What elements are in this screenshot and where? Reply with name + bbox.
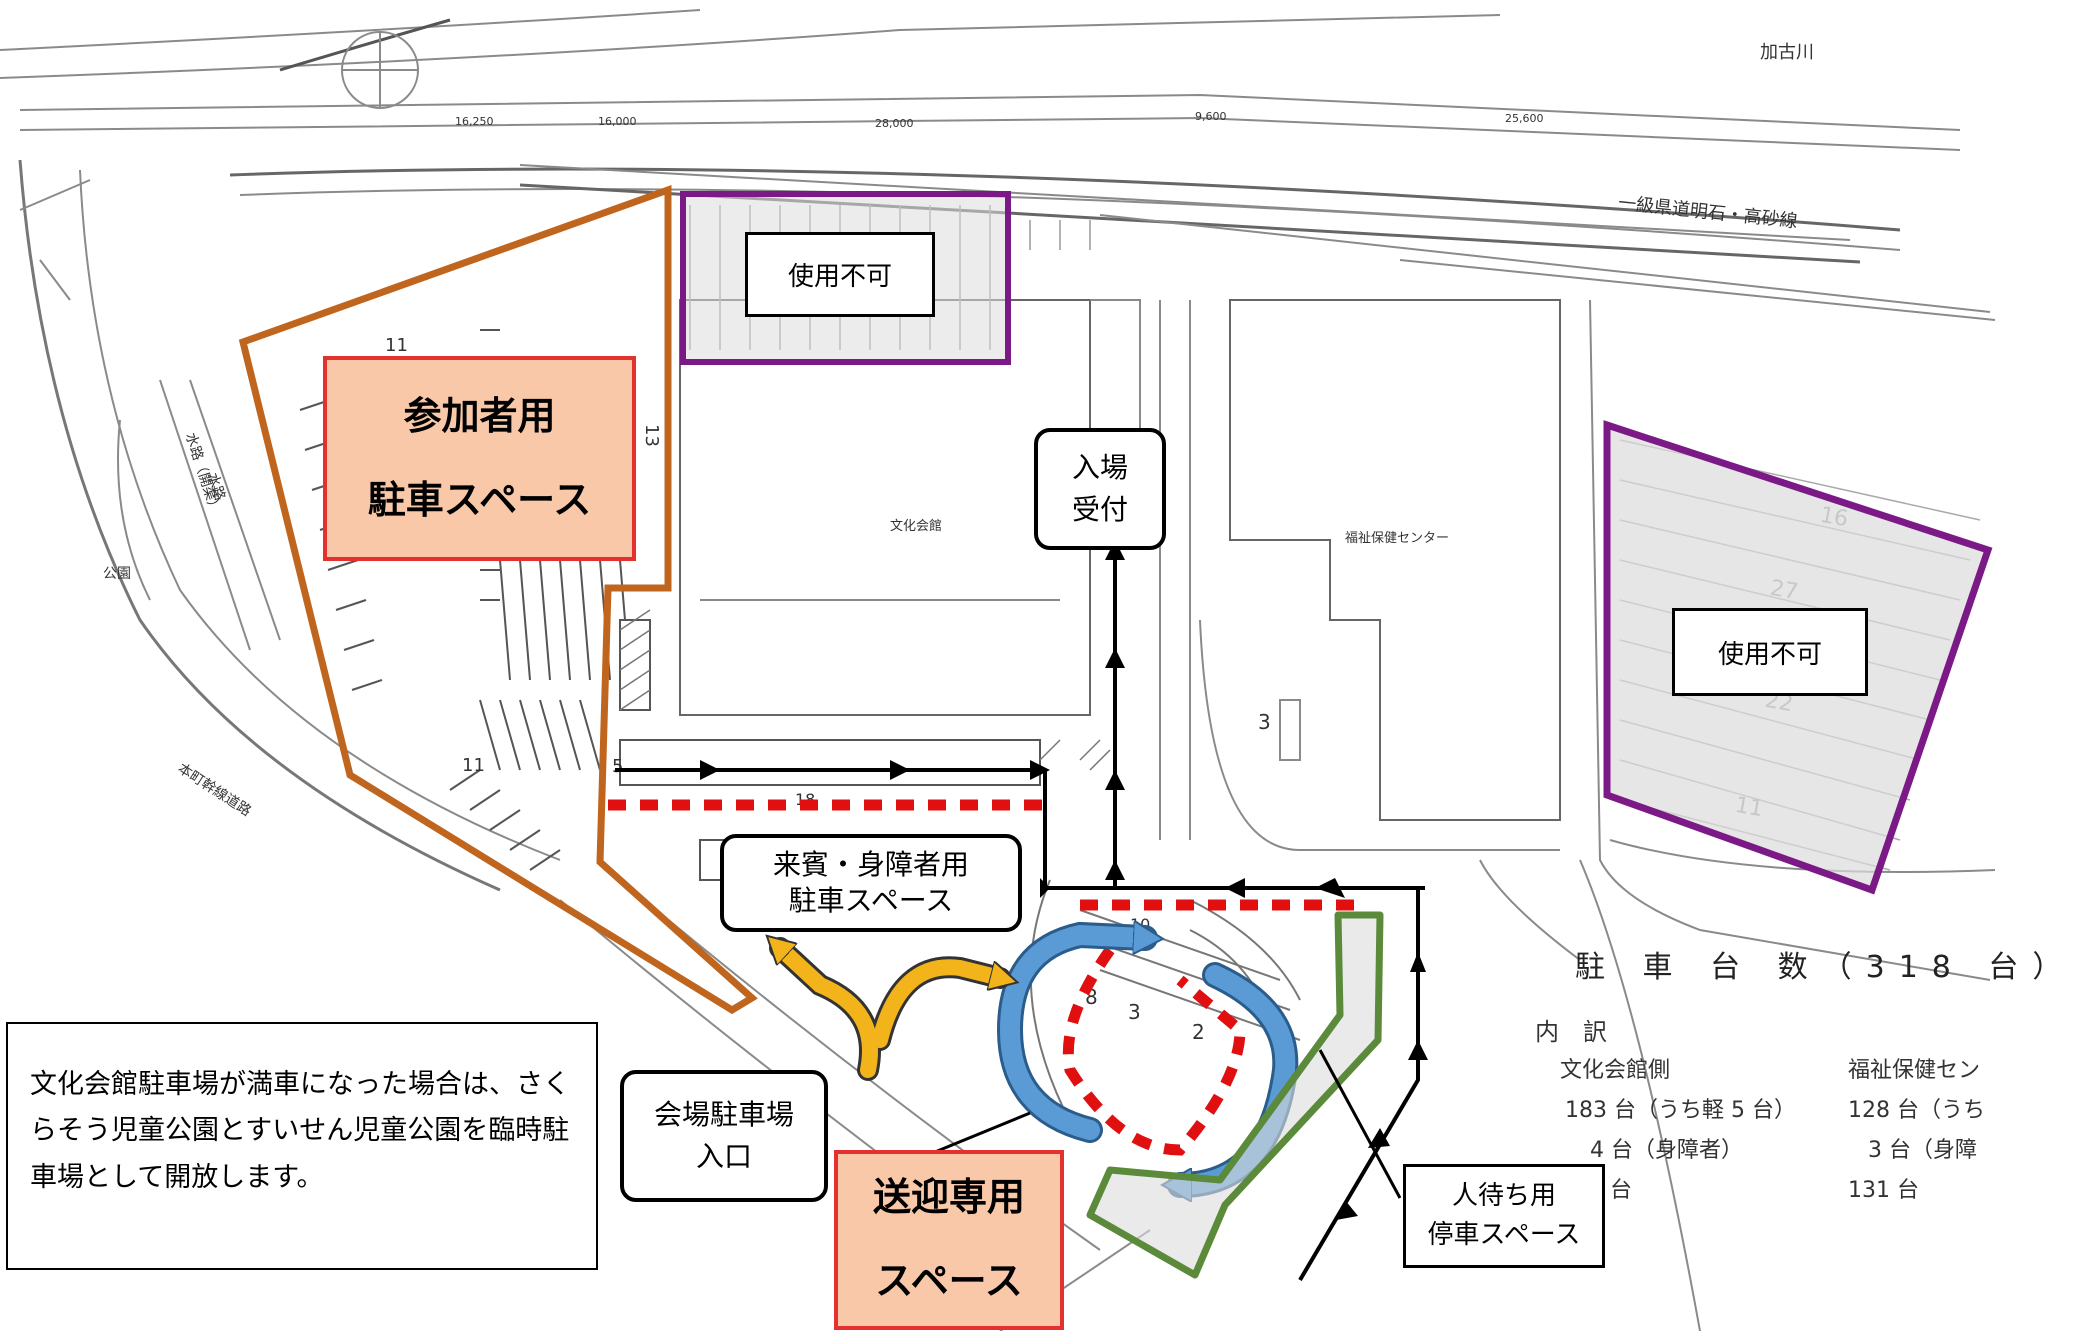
culture-side-heading: 文化会館側 xyxy=(1560,1058,1671,1083)
stall-count: 2 xyxy=(1192,1020,1205,1044)
venue-entrance-label-text: 会場駐車場 入口 xyxy=(653,1098,794,1173)
participant-parking-label-text: 参加者用 駐車スペース xyxy=(367,393,592,522)
parking-map: 加古川 一級県道明石・高砂線 16,250 16,000 28,000 9,60… xyxy=(0,9,2062,1331)
welfare-center-label: 福祉保健センター xyxy=(1345,531,1450,546)
guest-parking-label-text: 来賓・身障者用 駐車スペース xyxy=(772,847,969,917)
pickup-only-label-text: 送迎専用 スペース xyxy=(872,1175,1025,1303)
overflow-notice-text: 文化会館駐車場が満車になった場合は、さくらそう児童公園とすいせん児童公園を臨時駐… xyxy=(30,1069,570,1193)
participant-parking-outline xyxy=(238,185,758,1015)
stall-count: 11 xyxy=(385,335,408,356)
dimension-label-5: 25,600 xyxy=(1505,112,1544,125)
waiting-stop-label-text: 人待ち用 停車スペース xyxy=(1427,1181,1581,1250)
dimension-label-3: 28,000 xyxy=(875,117,914,130)
river-label: 加古川 xyxy=(1760,42,1814,63)
welfare-side-line: 131 台 xyxy=(1848,1178,1919,1203)
dimension-label-4: 9,600 xyxy=(1195,110,1227,123)
welfare-side-heading: 福祉保健セン xyxy=(1848,1058,1981,1083)
unavailable-label-top-text: 使用不可 xyxy=(787,262,892,292)
annotation-overlay xyxy=(238,185,1993,1282)
dimension-label-1: 16,250 xyxy=(455,115,494,128)
welfare-side-line: 128 台（うち xyxy=(1848,1098,1985,1123)
entrance-reception-label: 入場 受付 xyxy=(1034,428,1166,550)
overflow-notice: 文化会館駐車場が満車になった場合は、さくらそう児童公園とすいせん児童公園を臨時駐… xyxy=(6,1022,598,1270)
participant-parking-label: 参加者用 駐車スペース xyxy=(323,356,636,561)
entrance-reception-label-text: 入場 受付 xyxy=(1071,451,1128,526)
breakdown-label: 内 訳 xyxy=(1535,1018,1607,1046)
culture-side-line: 4 台（身障者） xyxy=(1590,1138,1743,1163)
waiting-area-outline xyxy=(1086,911,1384,1279)
waiting-stop-label: 人待ち用 停車スペース xyxy=(1403,1164,1605,1268)
culture-hall-label: 文化会館 xyxy=(890,519,943,534)
unavailable-label-right: 使用不可 xyxy=(1672,608,1868,696)
stall-count: 3 xyxy=(1128,1000,1141,1024)
welfare-side-line: 3 台（身障 xyxy=(1868,1138,1977,1163)
unavailable-label-top: 使用不可 xyxy=(745,232,935,317)
dimension-label-2: 16,000 xyxy=(598,115,637,128)
stall-count: 5 xyxy=(612,756,624,777)
venue-entrance-label: 会場駐車場 入口 xyxy=(620,1070,828,1202)
stall-count: 11 xyxy=(462,755,485,776)
parking-total-title: 駐 車 台 数（318 台） xyxy=(1575,950,2076,985)
park-label: 公園 xyxy=(103,566,131,582)
pickup-only-label: 送迎専用 スペース xyxy=(834,1150,1064,1330)
guest-parking-label: 来賓・身障者用 駐車スペース xyxy=(720,834,1022,932)
unavailable-label-right-text: 使用不可 xyxy=(1717,639,1822,670)
stall-count: 3 xyxy=(1258,710,1271,734)
culture-side-line: 183 台（うち軽 5 台） xyxy=(1565,1098,1796,1123)
culture-side-line: 台 xyxy=(1610,1178,1633,1203)
